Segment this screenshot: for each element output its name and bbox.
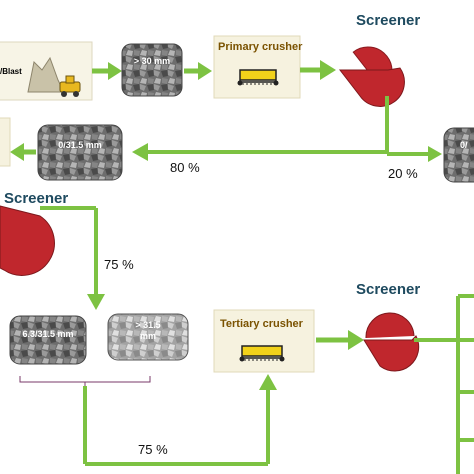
rock-sample-icon	[37, 124, 123, 181]
arrow-head	[10, 143, 24, 161]
stone-63-315-label: 6.3/31.5 mm	[22, 329, 74, 339]
arrow-head	[132, 143, 148, 161]
arrow-head	[87, 294, 105, 310]
pct-80-label: 80 %	[170, 160, 200, 175]
stone-over-315-label: > 31.5 mm	[135, 320, 161, 341]
offscreen-panel	[0, 117, 11, 167]
arrow-head	[259, 374, 277, 390]
group-bracket	[19, 376, 151, 383]
screener-icon	[0, 205, 55, 276]
stone-0-315-label: 0/31.5 mm	[58, 140, 102, 150]
stone-over-30-label: > 30 mm	[133, 56, 171, 66]
pct-20-label: 20 %	[388, 166, 418, 181]
arrow-head	[428, 146, 442, 162]
arrow-head	[348, 330, 364, 350]
arrow-head	[198, 62, 212, 80]
primary-crusher-label: Primary crusher	[218, 41, 303, 53]
rock-sample-icon	[107, 313, 189, 361]
tertiary-crusher-box	[213, 309, 315, 373]
blast-label: /Blast	[0, 67, 22, 76]
arrow-head	[108, 62, 122, 80]
crusher-icon	[237, 69, 279, 86]
screener-top-label: Screener	[356, 12, 421, 29]
screener-icon	[363, 335, 420, 372]
rock-sample-icon	[121, 43, 183, 97]
pct-75-down-label: 75 %	[104, 257, 134, 272]
screener-bottom-cap	[365, 312, 415, 339]
primary-crusher-box	[213, 35, 301, 99]
rock-sample-icon	[443, 127, 474, 183]
blasting-scene-icon	[0, 41, 93, 101]
rock-sample-icon	[9, 315, 87, 365]
pct-75-bottom-label: 75 %	[138, 442, 168, 457]
screener-left-label: Screener	[4, 190, 69, 207]
tertiary-crusher-label: Tertiary crusher	[220, 318, 303, 330]
screener-top-shape	[338, 67, 405, 107]
stone-right-label: 0/	[460, 140, 468, 150]
screener-bottom-label: Screener	[356, 281, 421, 298]
arrow-head	[320, 60, 336, 80]
crusher-icon	[239, 345, 285, 362]
